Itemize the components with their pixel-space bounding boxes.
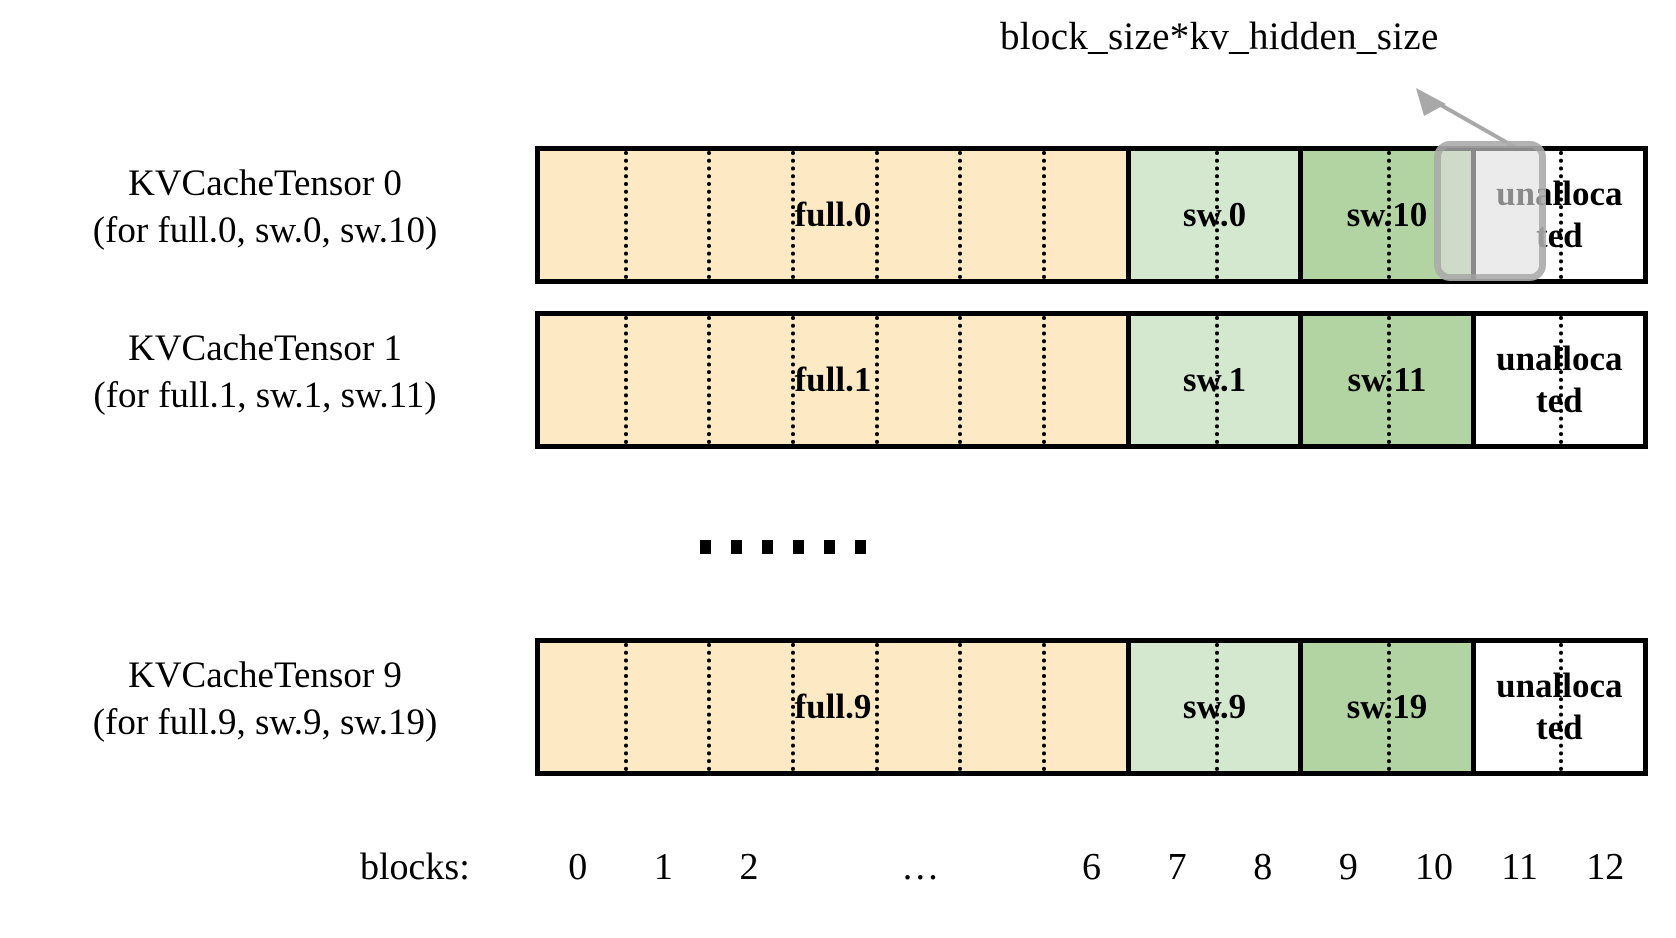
row-title: KVCacheTensor 9 bbox=[128, 655, 402, 696]
segment-label: sw.1 bbox=[1182, 360, 1247, 399]
segment-sw-dark[interactable]: sw.11 bbox=[1298, 316, 1471, 444]
row-title: KVCacheTensor 1 bbox=[128, 328, 402, 369]
block-divider bbox=[1559, 643, 1564, 771]
block-tick-10: 10 bbox=[1414, 846, 1453, 888]
block-divider bbox=[958, 316, 963, 444]
segment-label: sw.10 bbox=[1346, 195, 1428, 234]
segment-full[interactable]: full.9 bbox=[540, 643, 1126, 771]
row-subtitle: (for full.9, sw.9, sw.19) bbox=[92, 702, 438, 743]
block-divider bbox=[874, 151, 879, 279]
row-label-tensor-1: KVCacheTensor 1 (for full.1, sw.1, sw.11… bbox=[30, 325, 500, 419]
segment-full[interactable]: full.0 bbox=[540, 151, 1126, 279]
ellipsis-dot bbox=[824, 540, 835, 554]
ellipsis-dot bbox=[855, 540, 866, 554]
block-tick-1: 1 bbox=[653, 846, 673, 888]
block-tick-8: 8 bbox=[1253, 846, 1273, 888]
segment-label: full.1 bbox=[794, 360, 872, 399]
block-divider bbox=[1386, 151, 1391, 279]
vertical-ellipsis bbox=[700, 540, 866, 554]
block-tick-12: 12 bbox=[1586, 846, 1625, 888]
segment-full[interactable]: full.1 bbox=[540, 316, 1126, 444]
block-divider bbox=[1214, 151, 1219, 279]
block-divider bbox=[958, 643, 963, 771]
row-label-tensor-0: KVCacheTensor 0 (for full.0, sw.0, sw.10… bbox=[30, 160, 500, 254]
blocks-axis-title: blocks: bbox=[360, 846, 470, 888]
block-divider bbox=[1214, 643, 1219, 771]
ellipsis-dot bbox=[762, 540, 773, 554]
ellipsis-dot bbox=[793, 540, 804, 554]
block-tick-0: 0 bbox=[568, 846, 588, 888]
block-divider bbox=[1386, 316, 1391, 444]
block-divider bbox=[1559, 316, 1564, 444]
ellipsis-dot bbox=[731, 540, 742, 554]
block-divider bbox=[623, 316, 628, 444]
segment-label: unalloca ted bbox=[1496, 666, 1623, 747]
block-tick-9: 9 bbox=[1338, 846, 1358, 888]
kv-cache-tensor-row-1: full.1 sw.1 sw.11 unalloca ted bbox=[535, 311, 1648, 449]
annotation-label: block_size*kv_hidden_size bbox=[1000, 15, 1439, 58]
block-tick-11: 11 bbox=[1501, 846, 1538, 888]
block-tick-7: 7 bbox=[1167, 846, 1187, 888]
highlight-block-11-overlay[interactable] bbox=[1434, 141, 1546, 281]
segment-label: full.0 bbox=[794, 195, 872, 234]
block-divider bbox=[791, 643, 796, 771]
block-divider bbox=[1214, 316, 1219, 444]
kv-cache-tensor-row-9: full.9 sw.9 sw.19 unalloca ted bbox=[535, 638, 1648, 776]
segment-unallocated[interactable]: unalloca ted bbox=[1470, 643, 1644, 771]
block-divider bbox=[791, 316, 796, 444]
segment-label: sw.11 bbox=[1347, 360, 1427, 399]
block-divider bbox=[623, 643, 628, 771]
segment-unallocated[interactable]: unalloca ted bbox=[1470, 316, 1644, 444]
segment-sw-light[interactable]: sw.1 bbox=[1125, 316, 1299, 444]
block-divider bbox=[707, 151, 712, 279]
block-divider bbox=[707, 643, 712, 771]
block-divider bbox=[874, 643, 879, 771]
segment-label: full.9 bbox=[794, 687, 872, 726]
block-tick-2: 2 bbox=[739, 846, 759, 888]
segment-label: unalloca ted bbox=[1496, 339, 1623, 420]
block-divider bbox=[1386, 643, 1391, 771]
block-divider bbox=[707, 316, 712, 444]
segment-label: sw.0 bbox=[1182, 195, 1247, 234]
row-label-tensor-9: KVCacheTensor 9 (for full.9, sw.9, sw.19… bbox=[30, 652, 500, 746]
block-divider bbox=[791, 151, 796, 279]
segment-label: sw.19 bbox=[1346, 687, 1428, 726]
block-tick-6: 6 bbox=[1082, 846, 1101, 888]
row-subtitle: (for full.1, sw.1, sw.11) bbox=[93, 375, 437, 416]
row-subtitle: (for full.0, sw.0, sw.10) bbox=[92, 210, 438, 251]
segment-label: sw.9 bbox=[1182, 687, 1247, 726]
block-divider bbox=[1042, 643, 1047, 771]
block-divider bbox=[1042, 151, 1047, 279]
row-title: KVCacheTensor 0 bbox=[128, 163, 402, 204]
segment-sw-light[interactable]: sw.0 bbox=[1125, 151, 1299, 279]
block-divider bbox=[958, 151, 963, 279]
block-divider bbox=[1559, 151, 1564, 279]
block-divider bbox=[623, 151, 628, 279]
block-tick-…: … bbox=[901, 846, 940, 888]
ellipsis-dot bbox=[700, 540, 711, 554]
block-divider bbox=[874, 316, 879, 444]
block-divider bbox=[1042, 316, 1047, 444]
segment-sw-light[interactable]: sw.9 bbox=[1125, 643, 1299, 771]
segment-sw-dark[interactable]: sw.19 bbox=[1298, 643, 1471, 771]
